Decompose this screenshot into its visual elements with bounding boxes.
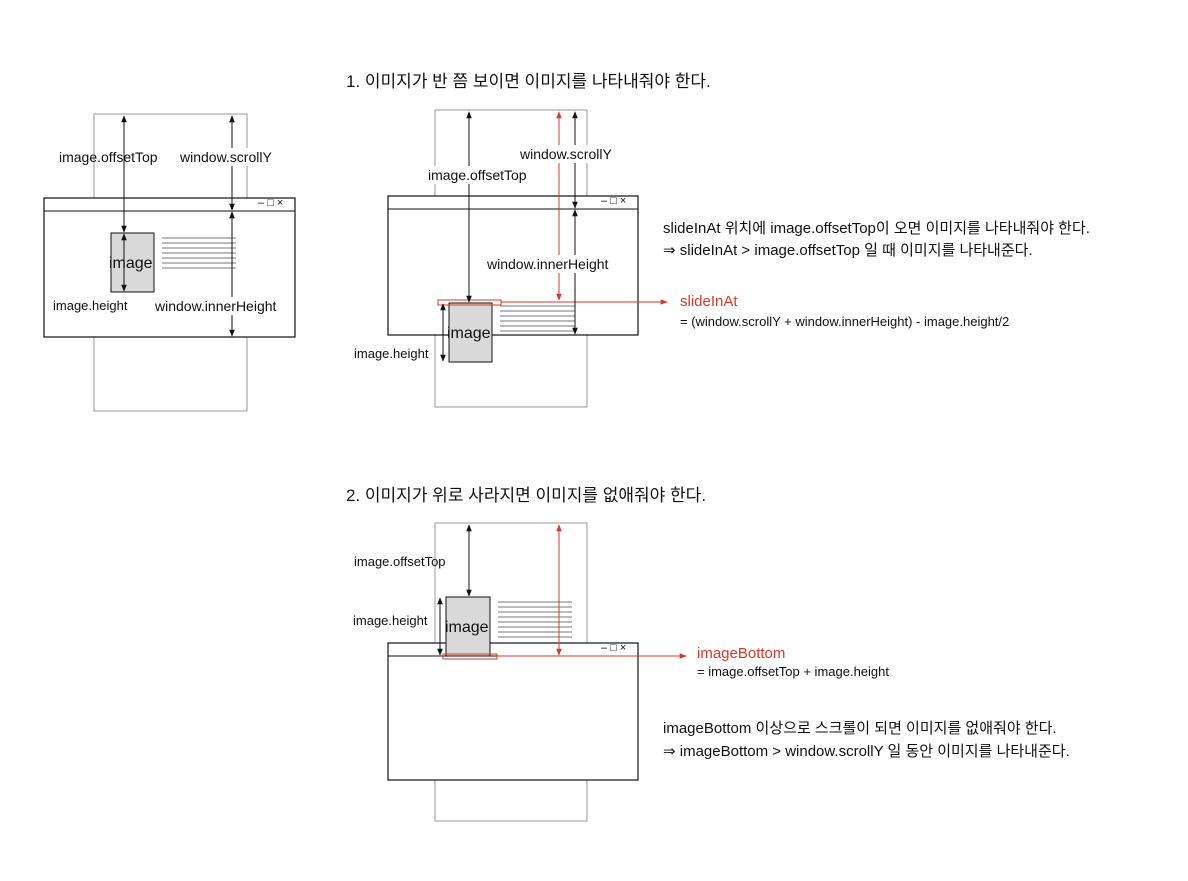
image-bottom-label: imageBottom <box>697 645 786 662</box>
overview-offset-top-label: image.offsetTop <box>59 149 158 165</box>
overview-scroll-y-label: window.scrollY <box>178 148 272 166</box>
overview-image-height-label: image.height <box>53 298 128 313</box>
slide-in-at-formula: = (window.scrollY + window.innerHeight) … <box>680 314 1010 329</box>
section2-image-label: image <box>445 619 489 636</box>
window-controls-icon[interactable]: – □ × <box>601 642 627 654</box>
window-controls-icon[interactable]: – □ × <box>601 195 627 207</box>
overview-image-label: image <box>109 255 153 272</box>
section1-title: 1. 이미지가 반 쯤 보이면 이미지를 나타내줘야 한다. <box>346 72 711 91</box>
section2-diagram <box>387 522 687 822</box>
section1-image-height-label: image.height <box>354 346 429 361</box>
section1-desc-line2: ⇒ slideInAt > image.offsetTop 일 때 이미지를 나… <box>663 242 1033 259</box>
image-box <box>445 596 491 657</box>
section2-title: 2. 이미지가 위로 사라지면 이미지를 없애줘야 한다. <box>346 486 707 505</box>
section1-scroll-y-label: window.scrollY <box>520 145 612 163</box>
image-box <box>110 232 155 293</box>
section1-desc-line1: slideInAt 위치에 image.offsetTop이 오면 이미지를 나… <box>663 220 1090 237</box>
text-lines <box>500 305 575 332</box>
section2-offset-top-label: image.offsetTop <box>354 554 446 569</box>
window-controls-icon[interactable]: – □ × <box>258 197 284 209</box>
text-lines <box>162 237 236 269</box>
section2-desc-line1: imageBottom 이상으로 스크롤이 되면 이미지를 없애줘야 한다. <box>663 720 1057 737</box>
slide-in-at-label: slideInAt <box>680 293 738 310</box>
section2-desc-line2: ⇒ imageBottom > window.scrollY 일 동안 이미지를… <box>663 743 1070 760</box>
image-bottom-formula: = image.offsetTop + image.height <box>697 664 889 679</box>
browser-window <box>387 642 639 781</box>
overview-inner-height-label: window.innerHeight <box>155 297 277 315</box>
section1-image-label: image <box>447 325 491 342</box>
section1-offset-top-label: image.offsetTop <box>428 166 527 184</box>
image-box <box>448 302 493 363</box>
section2-image-height-label: image.height <box>353 613 428 628</box>
section1-inner-height-label: window.innerHeight <box>487 255 609 273</box>
